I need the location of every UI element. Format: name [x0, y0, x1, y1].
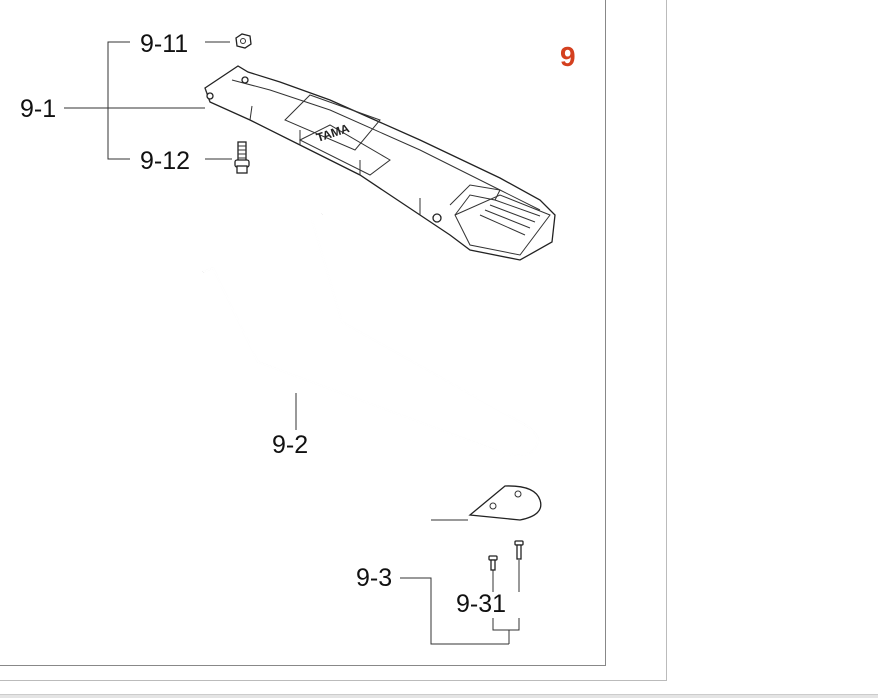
rod-part [202, 213, 540, 456]
page-frame [0, 0, 667, 681]
diagram-frame [0, 0, 606, 666]
nut-part [235, 33, 252, 49]
leader-lines [64, 41, 520, 645]
section-number: 9 [560, 41, 576, 72]
label-9-3: 9-3 [356, 564, 392, 592]
bolt-part [234, 141, 250, 174]
label-9-1: 9-1 [20, 95, 56, 123]
plate-part [468, 485, 542, 521]
screw-parts [488, 540, 524, 571]
label-9-12: 9-12 [140, 147, 190, 175]
label-9-11: 9-11 [140, 30, 188, 58]
label-9-2: 9-2 [272, 431, 308, 459]
footboard-part: TAMA [204, 65, 556, 261]
bottom-bar [0, 694, 878, 698]
label-9-31: 9-31 [456, 590, 506, 618]
